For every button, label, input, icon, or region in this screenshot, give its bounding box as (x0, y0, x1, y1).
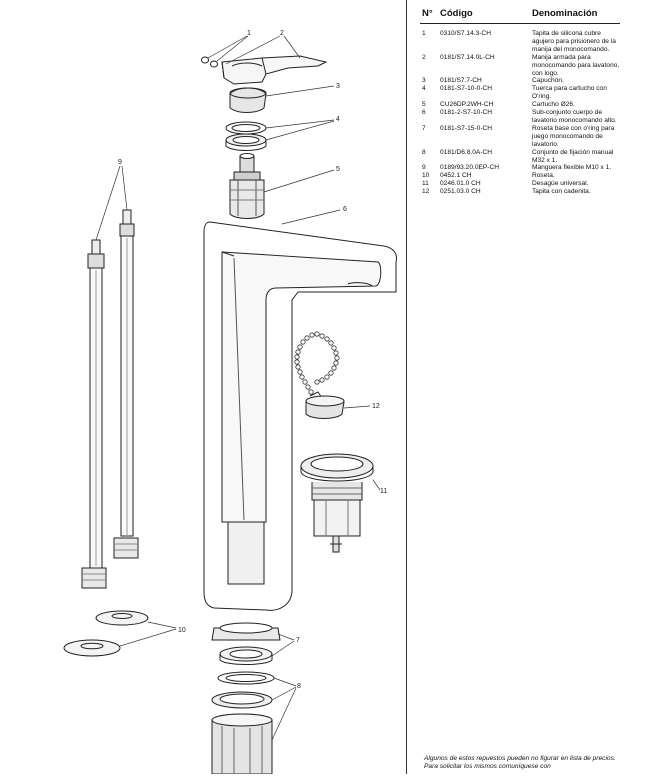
part-code: 0181/S7.7-CH (440, 77, 482, 85)
header-rule (420, 23, 620, 24)
parts-row: 7 0181-S7-15-0-CH Roseta base con o'ring p… (420, 125, 640, 149)
part-7-base-rosette (211, 622, 281, 665)
part-12-plug-with-chain (294, 331, 345, 419)
callout-4: 4 (336, 116, 340, 123)
part-description: Tapita con cadenita. (532, 188, 591, 196)
parts-row: 11 0246.01.0 CH Desagüe universal. (420, 180, 640, 188)
parts-row: 10 0452.1 CH Roseta. (420, 172, 640, 180)
leader-lines (95, 35, 381, 741)
exploded-view-drawing: 1 2 3 4 5 6 9 10 7 8 12 11 (63, 30, 397, 775)
callout-numbers: 1 2 3 4 5 6 9 10 7 8 12 11 (118, 30, 387, 690)
footnote: Algunos de estos repuestos pueden no fig… (424, 755, 616, 770)
callout-7: 7 (296, 637, 300, 644)
callout-6: 6 (343, 206, 347, 213)
part-3-cap (229, 87, 267, 113)
part-number: 11 (422, 180, 429, 188)
parts-row: 3 0181/S7.7-CH Capuchón. (420, 77, 640, 85)
part-description: Tapita de silicona cubre agujero para pr… (532, 30, 616, 53)
part-number: 1 (422, 30, 426, 37)
part-number: 12 (422, 188, 430, 196)
part-4-cartridge-nut (225, 121, 267, 151)
part-5-cartridge (229, 153, 265, 219)
part-code: 0181/D6.8.0A-CH (440, 148, 493, 156)
parts-row: 1 0310/S7.14.3-CH Tapita de silicona cubre… (420, 30, 640, 54)
part-9-flexible-hoses (81, 209, 139, 589)
parts-row: 8 0181/D6.8.0A-CH Conjunto de fijación man… (420, 149, 640, 165)
callout-2: 2 (280, 30, 284, 37)
callout-12: 12 (372, 403, 380, 410)
part-code: 0251.03.0 CH (440, 188, 481, 196)
part-description: Roseta. (532, 172, 555, 180)
part-number: 8 (422, 148, 426, 156)
header-name: Denominación (532, 8, 598, 19)
header-code: Código (440, 8, 473, 19)
callout-3: 3 (336, 83, 340, 90)
part-number: 6 (422, 109, 426, 117)
header-number: N° (422, 8, 433, 19)
part-description: Desagüe universal. (532, 180, 589, 188)
part-description: Manija armada para monocomando para lava… (532, 53, 620, 77)
parts-row: 12 0251.03.0 CH Tapita con cadenita. (420, 188, 640, 196)
part-description: Cartucho Ø26. (532, 101, 575, 109)
part-code: 0181-2-S7-10-CH (440, 109, 493, 117)
parts-row: 5 CU26DP.2WH-CH Cartucho Ø26. (420, 101, 640, 109)
part-8-fixing-set (211, 671, 275, 775)
part-1-silicone-cap (201, 56, 218, 68)
callout-8: 8 (297, 683, 301, 690)
part-number: 9 (422, 164, 426, 172)
part-number: 3 (422, 77, 426, 85)
part-2-lever-handle (221, 55, 328, 85)
part-code: CU26DP.2WH-CH (440, 101, 494, 109)
part-6-faucet-body (203, 221, 397, 611)
parts-row: 4 0181-S7-10-0-CH Tuerca para cartucho con… (420, 85, 640, 101)
part-code: 0452.1 CH (440, 172, 472, 180)
part-number: 10 (422, 172, 430, 180)
part-code: 0181-S7-15-0-CH (440, 124, 493, 132)
part-description: Manguera flexible M10 x 1. (532, 164, 612, 172)
parts-row: 6 0181-2-S7-10-CH Sub-conjunto cuerpo de l… (420, 109, 640, 125)
part-code: 0189/93.20.0EP-CH (440, 164, 500, 172)
part-number: 5 (422, 101, 426, 109)
callout-9: 9 (118, 159, 122, 166)
column-divider (406, 0, 407, 774)
part-number: 2 (422, 53, 426, 61)
part-description: Sub-conjunto cuerpo de lavatorio monocom… (532, 109, 617, 124)
parts-row: 9 0189/93.20.0EP-CH Manguera flexible M10 … (420, 164, 640, 172)
parts-rows: 1 0310/S7.14.3-CH Tapita de silicona cubre… (420, 30, 640, 196)
parts-row: 2 0181/S7.14.0L-CH Manija armada para mono… (420, 54, 640, 78)
callout-5: 5 (336, 166, 340, 173)
part-number: 7 (422, 124, 426, 132)
callout-11: 11 (380, 488, 387, 495)
part-code: 0181-S7-10-0-CH (440, 85, 493, 93)
part-number: 4 (422, 85, 426, 93)
part-code: 0181/S7.14.0L-CH (440, 53, 495, 61)
part-description: Roseta base con o'ring para juego monoco… (532, 124, 615, 148)
callout-10: 10 (178, 627, 186, 634)
part-code: 0310/S7.14.3-CH (440, 30, 491, 37)
part-description: Capuchón. (532, 77, 564, 85)
part-11-universal-drain (300, 453, 374, 553)
part-description: Tuerca para cartucho con O'ring. (532, 85, 607, 101)
callout-1: 1 (247, 30, 251, 37)
part-description: Conjunto de fijación manual M32 x 1. (532, 148, 614, 164)
part-10-rosettes (63, 610, 149, 657)
part-code: 0246.01.0 CH (440, 180, 481, 188)
